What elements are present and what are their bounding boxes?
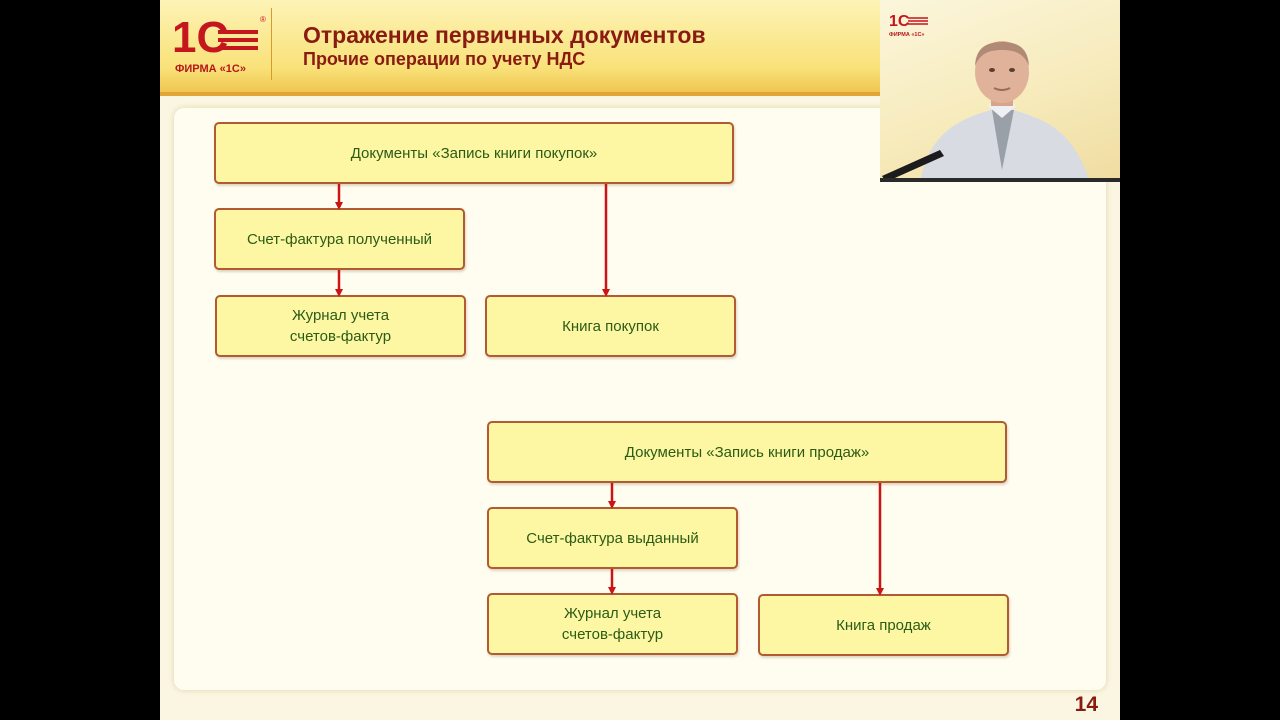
node-invoice-issued: Счет-фактура выданный [487, 507, 738, 569]
logo-mark: 1С [172, 13, 228, 62]
node-sales-docs: Документы «Запись книги продаж» [487, 421, 1007, 483]
logo-firm-text: ФИРМА «1С» [175, 63, 246, 75]
node-purchase-book-label: Книга покупок [562, 317, 659, 335]
node-invoice-issued-label: Счет-фактура выданный [526, 529, 699, 547]
svg-text:®: ® [260, 15, 266, 24]
node-journal-line2: счетов-фактур [561, 626, 664, 643]
node-journal-line2: счетов-фактур [289, 328, 392, 345]
node-sales-book-label: Книга продаж [836, 616, 931, 634]
node-purchase-book: Книга покупок [485, 295, 736, 357]
header-underline [160, 92, 1120, 96]
header-divider [271, 8, 272, 80]
node-journal-line1: Журнал учета [563, 605, 662, 622]
page-number: 14 [1074, 693, 1098, 716]
slide: 1С ® ФИРМА «1С» Отражение первичных доку… [160, 0, 1120, 720]
node-journal-line1: Журнал учета [291, 307, 390, 324]
node-purchase-docs-label: Документы «Запись книги покупок» [350, 144, 598, 162]
node-invoice-received-label: Счет-фактура полученный [246, 230, 433, 248]
node-invoice-received: Счет-фактура полученный [214, 208, 465, 270]
presenter-video: 1С ФИРМА «1С» [880, 0, 1120, 182]
node-invoice-journal-purchases: Журнал учета счетов-фактур [215, 295, 466, 357]
slide-subtitle: Прочие операции по учету НДС [303, 49, 586, 69]
video-logo-1c: 1С ФИРМА «1С» [889, 13, 928, 38]
slide-title: Отражение первичных документов [303, 22, 706, 48]
node-sales-docs-label: Документы «Запись книги продаж» [624, 443, 870, 461]
logo-1c: 1С ® ФИРМА «1С» [172, 13, 266, 75]
video-logo-firm: ФИРМА «1С» [889, 32, 924, 38]
connector-arrows [335, 184, 884, 596]
video-logo-mark: 1С [889, 13, 910, 30]
node-purchase-docs: Документы «Запись книги покупок» [214, 122, 734, 184]
node-sales-book: Книга продаж [758, 594, 1009, 656]
presenter-figure [880, 41, 1120, 182]
